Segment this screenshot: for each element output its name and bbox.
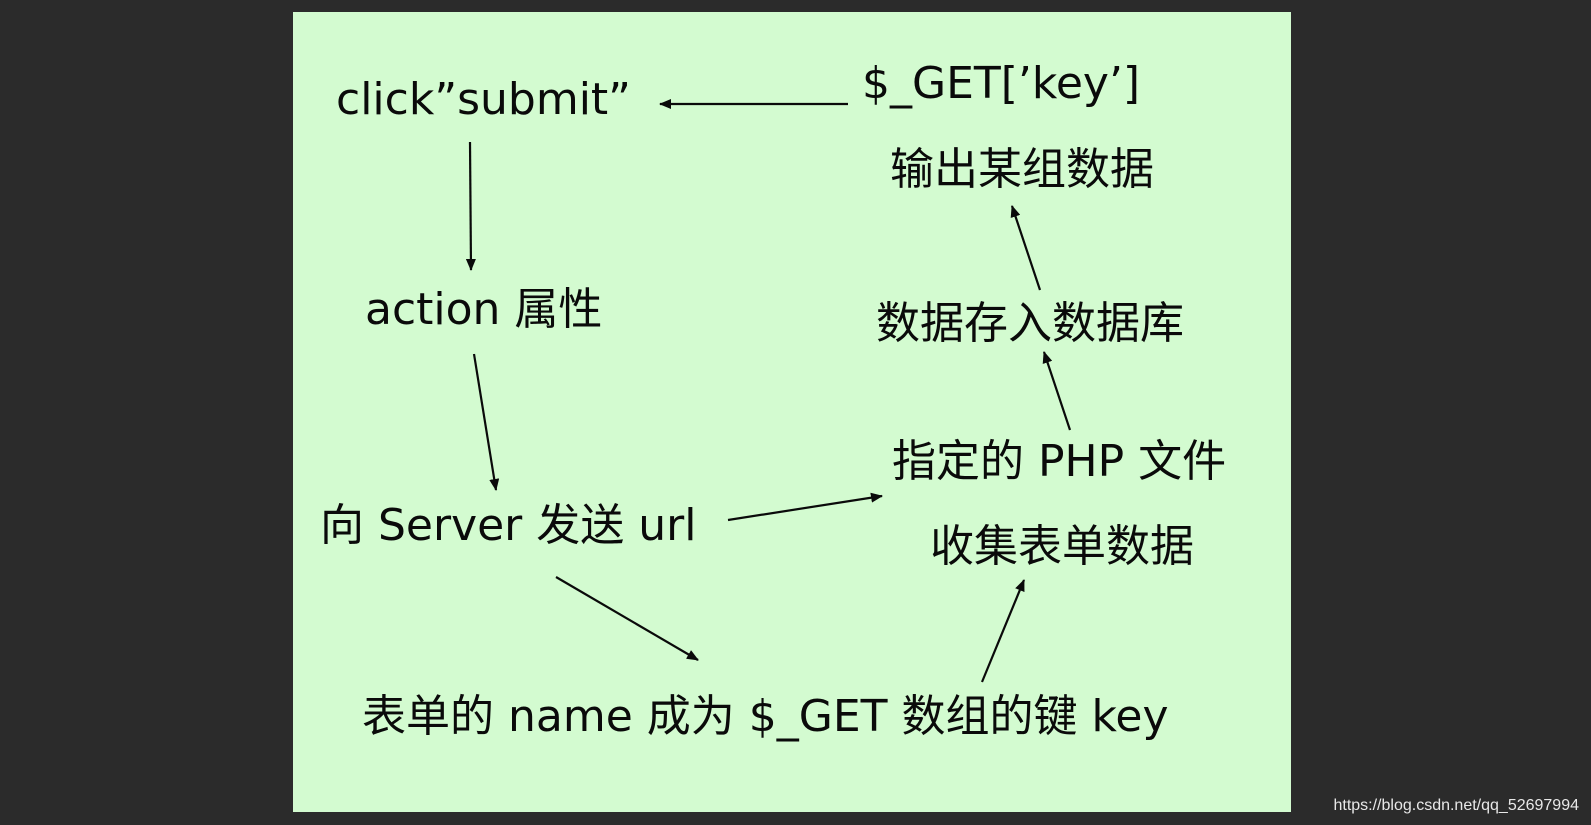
node-send-url-to-server: 向 Server 发送 url <box>320 500 697 551</box>
node-action-attribute: action 属性 <box>365 284 603 335</box>
watermark-url: https://blog.csdn.net/qq_52697994 <box>1333 797 1579 814</box>
node-click-submit: click”submit” <box>336 74 631 125</box>
node-collect-form-data: 收集表单数据 <box>930 521 1194 572</box>
arrow-php-file-to-store <box>1042 351 1072 431</box>
arrow-click-submit-to-action <box>465 141 476 271</box>
node-output-group-data: 输出某组数据 <box>890 144 1154 195</box>
arrow-store-to-output <box>1010 205 1042 291</box>
arrow-form-name-to-collect <box>980 579 1026 683</box>
arrow-send-url-to-php-file <box>727 492 883 522</box>
node-get-key: $_GET[’key’] <box>862 58 1141 109</box>
diagram-canvas <box>293 12 1291 812</box>
arrow-action-to-send-url <box>472 353 500 491</box>
node-store-in-database: 数据存入数据库 <box>876 298 1184 349</box>
node-specified-php-file: 指定的 PHP 文件 <box>892 436 1227 487</box>
arrow-send-url-to-form-name <box>555 576 699 661</box>
node-form-name-becomes-key: 表单的 name 成为 $_GET 数组的键 key <box>362 691 1169 742</box>
